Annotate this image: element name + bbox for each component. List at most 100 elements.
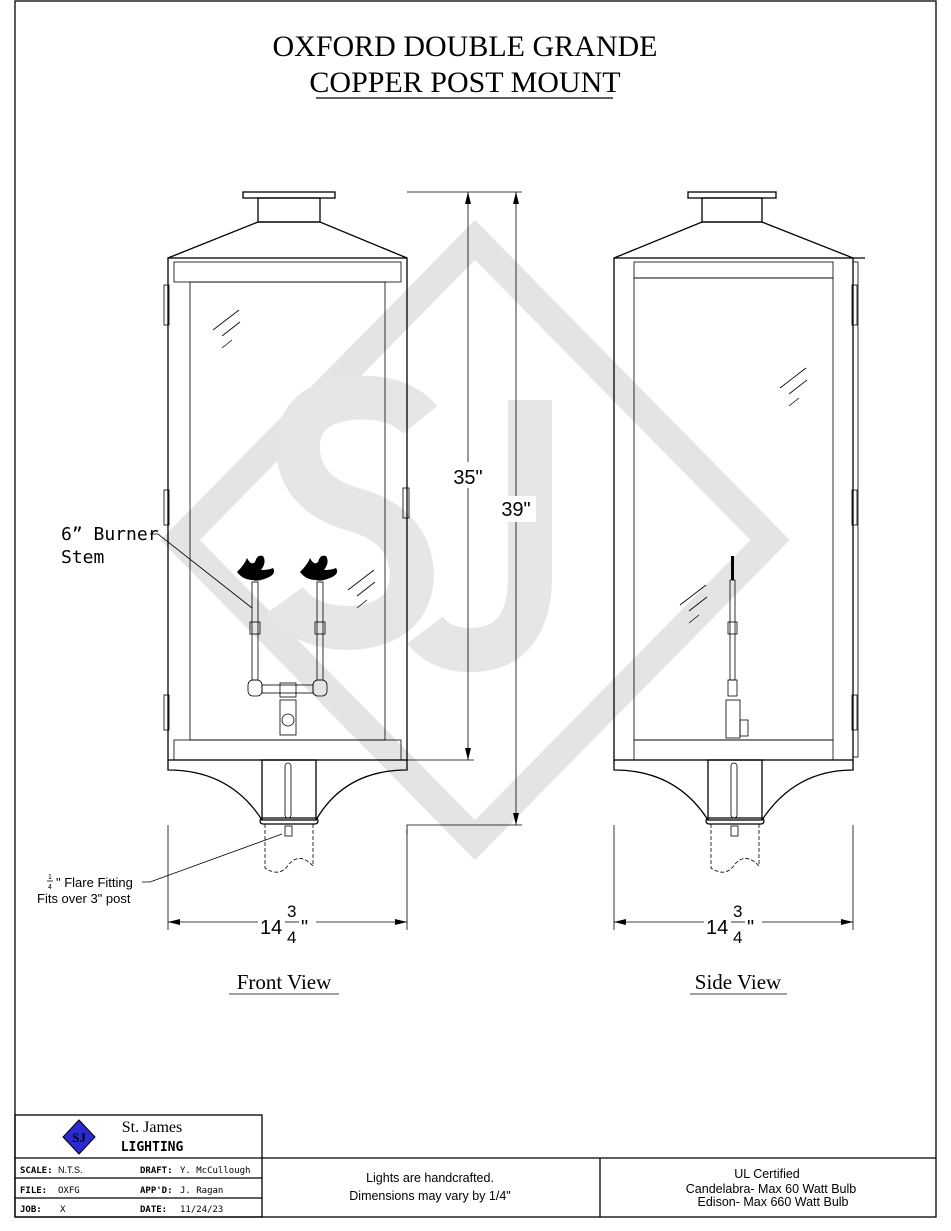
drawing-line xyxy=(465,192,471,204)
leader-line xyxy=(150,533,253,609)
label-text: Fits over 3" post xyxy=(37,891,131,906)
drawing-line xyxy=(730,762,738,819)
label-text: JOB: xyxy=(20,1205,42,1215)
drawing-line xyxy=(851,284,858,326)
drawing-line xyxy=(513,192,519,204)
watermark-letter-j xyxy=(407,400,552,673)
drawing-line xyxy=(142,833,283,883)
side-view-lantern xyxy=(613,191,865,873)
drawing-line xyxy=(279,682,297,698)
drawing-line xyxy=(160,220,790,860)
drawing-line xyxy=(284,825,293,837)
drawing-line xyxy=(247,679,263,697)
drawing-line xyxy=(465,748,471,760)
drawing-line xyxy=(701,197,763,223)
drawing-line xyxy=(163,284,170,326)
watermark-logo xyxy=(160,220,790,860)
drawing-line xyxy=(841,919,853,925)
drawing-line xyxy=(727,621,738,635)
label-text: 3 xyxy=(733,902,742,921)
front-view-label: Front View xyxy=(237,970,332,994)
drawing-line xyxy=(448,462,488,488)
title-line2: COPPER POST MOUNT xyxy=(309,66,620,99)
callout-burner-stem-line1: 6” Burner xyxy=(61,524,159,545)
drawing-line xyxy=(710,824,760,873)
drawing-line xyxy=(168,919,180,925)
drawing-line xyxy=(284,762,292,819)
label-text: 4 xyxy=(48,884,52,891)
dimension-note: Dimensions may vary by 1/4" xyxy=(349,1189,510,1203)
sheet-border xyxy=(14,0,937,1218)
drawing-line xyxy=(163,489,170,526)
drawing-line xyxy=(761,760,854,821)
drawing-line xyxy=(62,1119,96,1155)
callout-burner-stem-line2: Stem xyxy=(61,547,104,568)
drawing-line xyxy=(496,496,536,522)
label-text: 4 xyxy=(287,928,296,947)
drawing-line xyxy=(707,759,763,821)
drawing-line xyxy=(739,719,749,737)
drawing-line xyxy=(264,824,314,873)
drawing-line xyxy=(727,679,738,697)
drawing-line xyxy=(851,489,858,526)
company-name: St. James xyxy=(122,1119,182,1136)
drawing-line xyxy=(687,191,777,199)
label-text: N.T.S. xyxy=(58,1165,83,1175)
ul-certified: UL Certified xyxy=(734,1167,800,1181)
drawing-line xyxy=(261,684,314,694)
label-text: 3 xyxy=(287,902,296,921)
label-text: J. Ragan xyxy=(180,1186,223,1196)
drawing-line xyxy=(167,221,408,259)
drawing-line xyxy=(257,197,321,223)
drawing-line xyxy=(633,261,834,279)
drawing-line xyxy=(300,555,338,581)
side-view-label: Side View xyxy=(695,970,782,994)
drawing-line xyxy=(402,487,410,519)
drawing-line xyxy=(237,555,275,581)
label-text: " xyxy=(301,917,308,939)
label-text: SCALE: xyxy=(20,1166,53,1176)
drawing-line xyxy=(315,760,408,821)
drawing-line xyxy=(14,1114,263,1218)
drawing-line xyxy=(852,261,859,758)
drawing-line xyxy=(347,569,376,609)
label-text: 14 xyxy=(260,917,282,939)
drawing-line xyxy=(167,760,263,821)
st-james-logo-icon: SJ xyxy=(62,1119,96,1155)
drawing-line xyxy=(261,759,317,821)
label-text: DRAFT: xyxy=(140,1166,173,1176)
drawing-line xyxy=(279,699,297,736)
label-text: APP'D: xyxy=(140,1186,173,1196)
drawing-line xyxy=(513,813,519,825)
handcrafted-note: Lights are handcrafted. xyxy=(366,1171,494,1185)
dimension-front-width: 14 3 4 " xyxy=(260,902,308,947)
label-text: " Flare Fitting xyxy=(56,875,133,890)
drawing-line xyxy=(851,694,858,731)
drawing-line xyxy=(614,919,626,925)
watermark-letter-s xyxy=(267,375,438,651)
label-text: FILE: xyxy=(20,1186,47,1196)
title-block: SJ St. James LIGHTING SCALE: N.T.S. DRAF… xyxy=(14,1114,936,1218)
label-text: " xyxy=(747,917,754,939)
drawing-line xyxy=(725,699,741,739)
label-text: 1 xyxy=(48,874,52,881)
label-text: Y. McCullough xyxy=(180,1166,250,1176)
drawing-line xyxy=(259,817,319,825)
drawing-line xyxy=(242,191,336,199)
label-text: 11/24/23 xyxy=(180,1205,223,1215)
drawing-line xyxy=(212,309,241,349)
drawing-line xyxy=(395,919,407,925)
label-text: OXFG xyxy=(58,1186,80,1196)
dimension-35-inch: 35" xyxy=(453,467,482,489)
title-line1: OXFORD DOUBLE GRANDE xyxy=(272,30,657,63)
burner-assembly xyxy=(237,555,338,736)
label-text: DATE: xyxy=(140,1205,167,1215)
label-text: X xyxy=(60,1205,66,1215)
drawing-line xyxy=(281,713,295,727)
front-dimensions: 35" 39" 14 3 4 " xyxy=(167,191,536,947)
drawing-line xyxy=(249,621,261,635)
drawing-line xyxy=(705,817,765,825)
edison-spec: Edison- Max 660 Watt Bulb xyxy=(698,1195,849,1209)
drawing-line xyxy=(613,760,709,821)
